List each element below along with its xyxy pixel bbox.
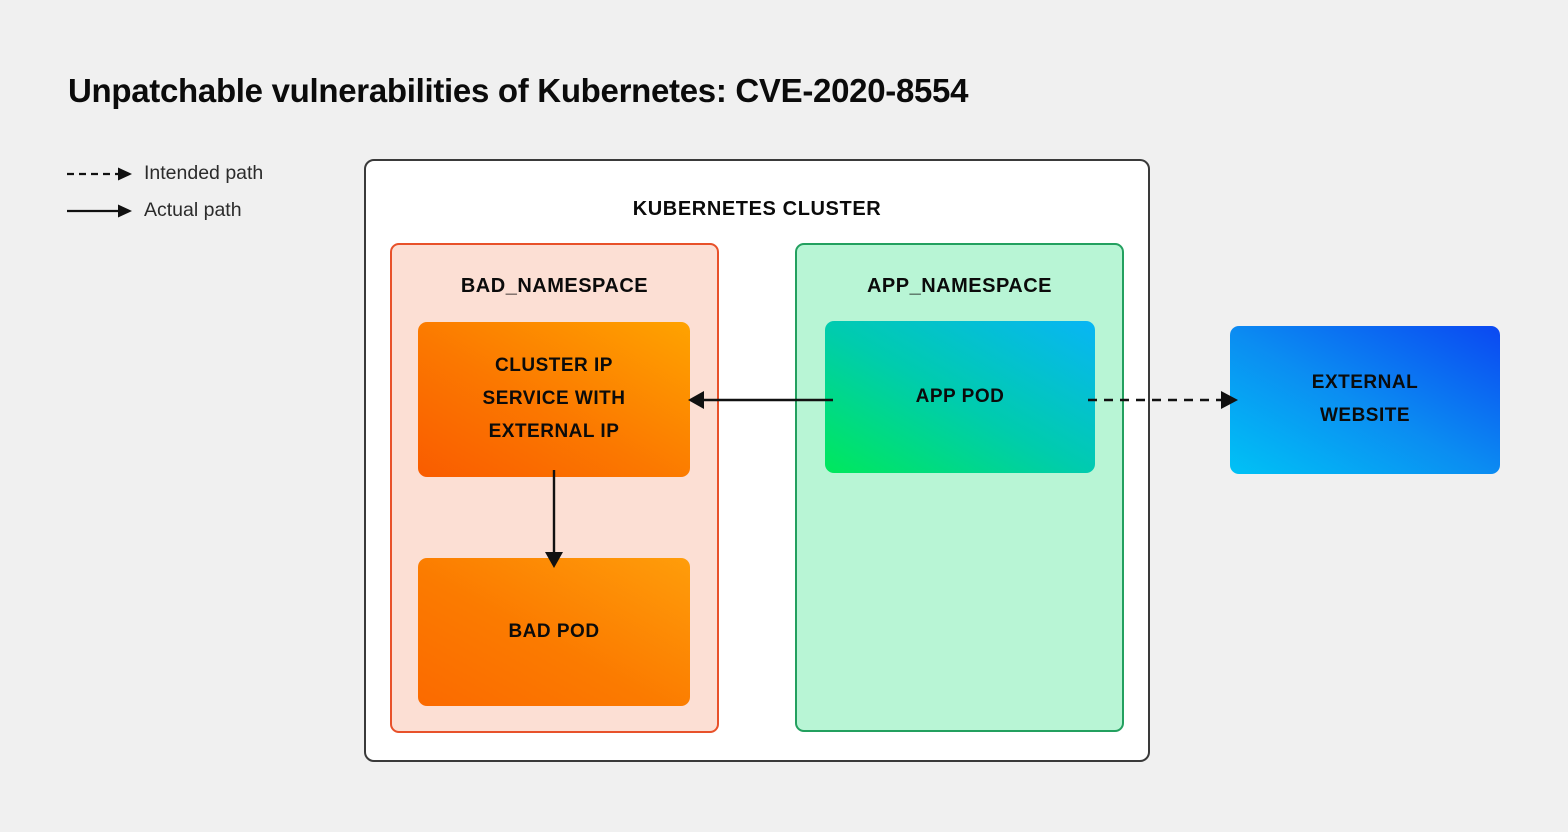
page-title: Unpatchable vulnerabilities of Kubernete… <box>68 72 969 109</box>
solid-arrow-icon <box>67 204 132 217</box>
connector-app-pod-to-cluster-ip-service <box>688 391 833 409</box>
legend-item-intended-path: Intended path <box>66 155 366 192</box>
connector-app-pod-to-external-website <box>1088 391 1238 409</box>
kubernetes-cluster-title: KUBERNETES CLUSTER <box>632 198 882 220</box>
legend-label-intended-path: Intended path <box>144 162 264 184</box>
app-namespace-box: APP_NAMESPACE <box>795 243 1124 732</box>
legend: Intended path Actual path <box>66 155 366 229</box>
legend-item-actual-path: Actual path <box>66 192 366 229</box>
node-app-pod-label: APP POD <box>915 385 1005 407</box>
node-cluster-ip-service-line1: CLUSTER IP <box>495 355 613 377</box>
dashed-arrow-icon <box>67 167 132 180</box>
node-bad-pod-label: BAD POD <box>508 620 600 642</box>
connector-cluster-ip-service-to-bad-pod <box>545 470 563 568</box>
node-external-website-line2: WEBSITE <box>1319 405 1411 426</box>
node-external-website-label: EXTERNAL WEBSITE <box>1312 367 1418 432</box>
node-bad-pod[interactable]: BAD POD <box>418 558 690 706</box>
node-app-pod[interactable]: APP POD <box>825 321 1095 473</box>
legend-label-actual-path: Actual path <box>144 199 242 221</box>
bad-namespace-title: BAD_NAMESPACE <box>460 275 649 297</box>
node-cluster-ip-service-label: CLUSTER IP SERVICE WITH EXTERNAL IP <box>483 350 626 448</box>
node-cluster-ip-service[interactable]: CLUSTER IP SERVICE WITH EXTERNAL IP <box>418 322 690 477</box>
node-cluster-ip-service-line3: EXTERNAL IP <box>488 420 620 442</box>
node-external-website[interactable]: EXTERNAL WEBSITE <box>1230 326 1500 474</box>
node-cluster-ip-service-line2: SERVICE WITH <box>482 388 626 410</box>
node-external-website-line1: EXTERNAL <box>1311 372 1419 394</box>
app-namespace-title: APP_NAMESPACE <box>866 275 1053 297</box>
